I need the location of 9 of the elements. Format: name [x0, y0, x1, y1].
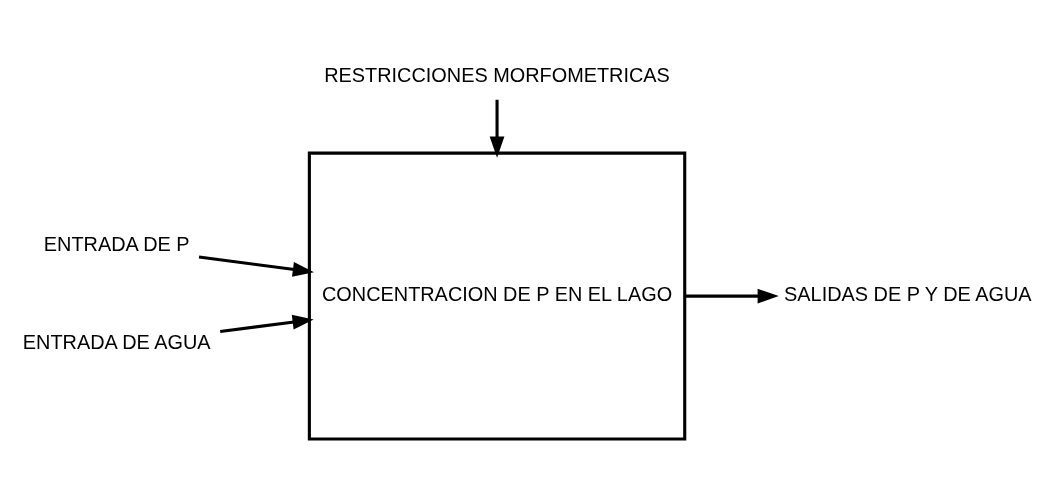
node-text: SALIDAS DE P Y DE AGUA — [784, 282, 1032, 305]
node-text: ENTRADA DE AGUA — [22, 331, 211, 354]
arrow — [198, 255, 314, 277]
arrow — [220, 314, 314, 333]
arrow — [685, 288, 779, 304]
node-text: ENTRADA DE P — [43, 233, 190, 256]
node-text: RESTRICCIONES MORFOMETRICAS — [324, 64, 670, 87]
arrow — [489, 99, 505, 158]
node-box: CONCENTRACION DE P EN EL LAGO — [307, 151, 687, 441]
